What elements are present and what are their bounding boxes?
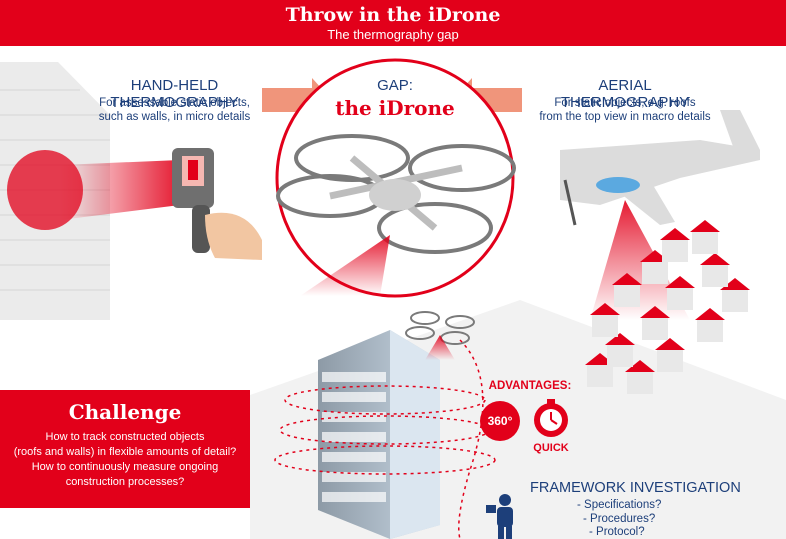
houses-illustration — [585, 220, 750, 394]
banner-subtitle: The thermography gap — [327, 27, 459, 42]
badge-360-label: 360° — [487, 414, 513, 428]
advantages-label: ADVANTAGES: — [488, 380, 572, 392]
challenge-box — [0, 390, 250, 508]
challenge-line-2: (roofs and walls) in flexible amounts of… — [13, 446, 237, 458]
drone-beam — [300, 235, 390, 296]
airplane-illustration — [560, 110, 760, 226]
gap-label: GAP: — [377, 77, 413, 94]
challenge-line-1: How to track constructed objects — [45, 431, 205, 443]
handheld-line-2: such as walls, in micro details — [98, 111, 251, 123]
building-illustration — [318, 330, 440, 539]
challenge-line-4: construction processes? — [65, 476, 185, 488]
drone-body — [369, 179, 421, 211]
framework-item-3: - Protocol? — [589, 526, 645, 538]
gap-name: the iDrone — [335, 96, 455, 120]
small-drone-illustration — [405, 311, 475, 345]
gap-circle — [275, 58, 515, 298]
framework-heading: FRAMEWORK INVESTIGATION — [530, 480, 741, 496]
stopwatch-icon — [534, 399, 568, 437]
framework-item-1: - Specifications? — [577, 499, 662, 511]
challenge-title: Challenge — [68, 400, 182, 424]
aerial-line-1: For static objects, e.g. roofs — [554, 97, 696, 109]
small-drone-beam — [425, 335, 455, 360]
banner-title: Throw in the iDrone — [285, 4, 501, 26]
quick-label: QUICK — [533, 442, 569, 454]
title-banner — [0, 0, 786, 46]
badge-360-circle — [480, 401, 520, 441]
aerial-line-2: from the top view in macro details — [539, 111, 711, 123]
framework-item-2: - Procedures? — [583, 513, 656, 525]
thermal-camera-illustration — [172, 148, 262, 260]
handheld-line-1: For assessable static objects, — [99, 97, 250, 109]
aerial-heading: AERIAL THERMOGRAPHY — [560, 77, 690, 111]
challenge-line-3: How to continuously measure ongoing — [31, 461, 219, 473]
operator-figure — [486, 494, 513, 539]
handheld-beam — [60, 160, 180, 220]
handheld-heading: HAND-HELD THERMOGRAPHY — [110, 77, 239, 111]
